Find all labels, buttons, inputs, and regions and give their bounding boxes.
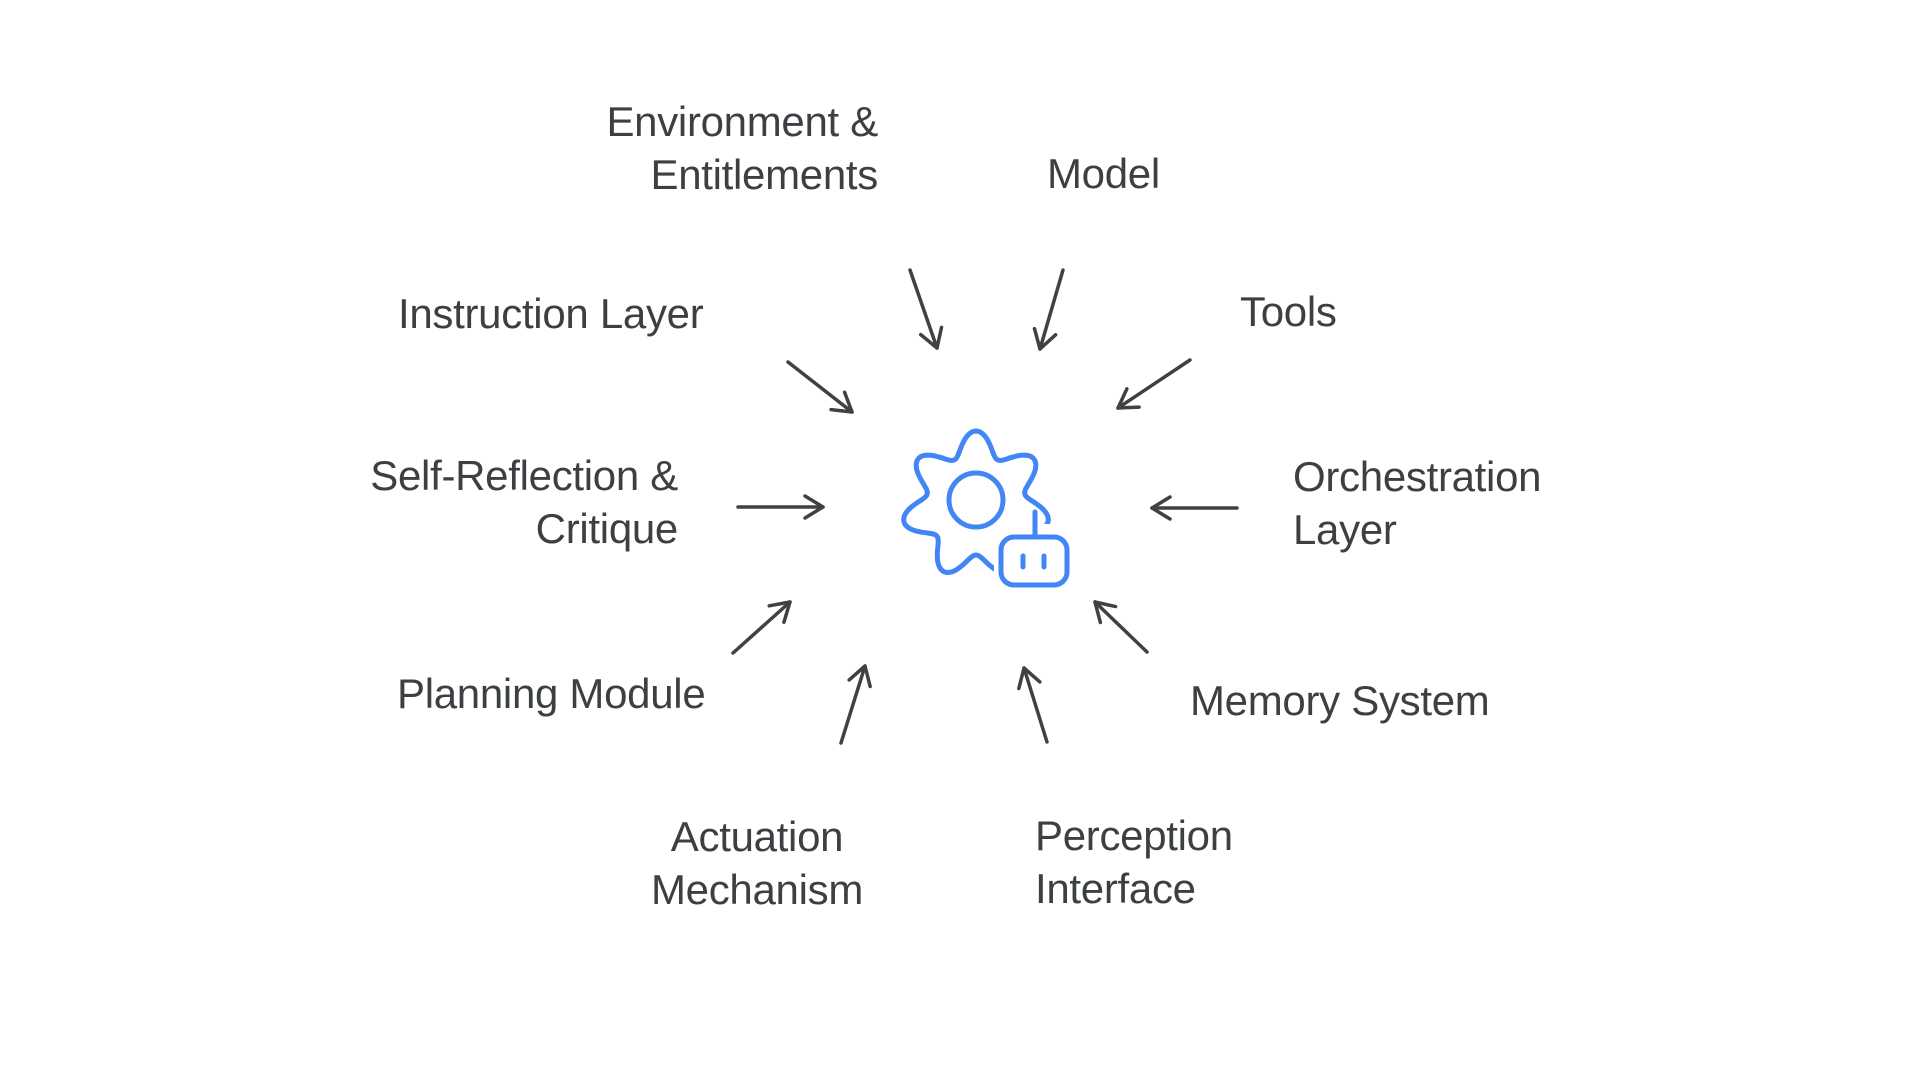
node-label-memory-system: Memory System [1190, 677, 1490, 724]
arrow-tools [1116, 358, 1192, 410]
arrow-instruction-layer [786, 360, 854, 414]
node-label-planning-module: Planning Module [397, 670, 706, 717]
arrow-model [1032, 268, 1065, 351]
gear-robot-icon [901, 428, 1078, 592]
robot-head [998, 534, 1070, 588]
node-label-actuation-mechanism: Actuation Mechanism [650, 813, 864, 913]
node-label-model: Model [1047, 150, 1160, 197]
node-label-environment-entitlements: Environment & Entitlements [606, 98, 878, 198]
arrow-memory-system [1093, 600, 1149, 654]
arrow-perception-interface [1017, 666, 1049, 744]
arrow-environment-entitlements [908, 268, 944, 350]
inward-arrows [731, 268, 1239, 745]
node-label-self-reflection-critique: Self-Reflection & Critique [370, 452, 678, 552]
gear-hub [946, 470, 1006, 530]
node-label-orchestration-layer: Orchestration Layer [1293, 453, 1542, 553]
arrow-planning-module [731, 600, 792, 655]
node-label-tools: Tools [1240, 288, 1337, 335]
node-label-instruction-layer: Instruction Layer [398, 290, 704, 337]
node-label-perception-interface: Perception Interface [1035, 812, 1233, 912]
arrow-actuation-mechanism [839, 664, 872, 745]
